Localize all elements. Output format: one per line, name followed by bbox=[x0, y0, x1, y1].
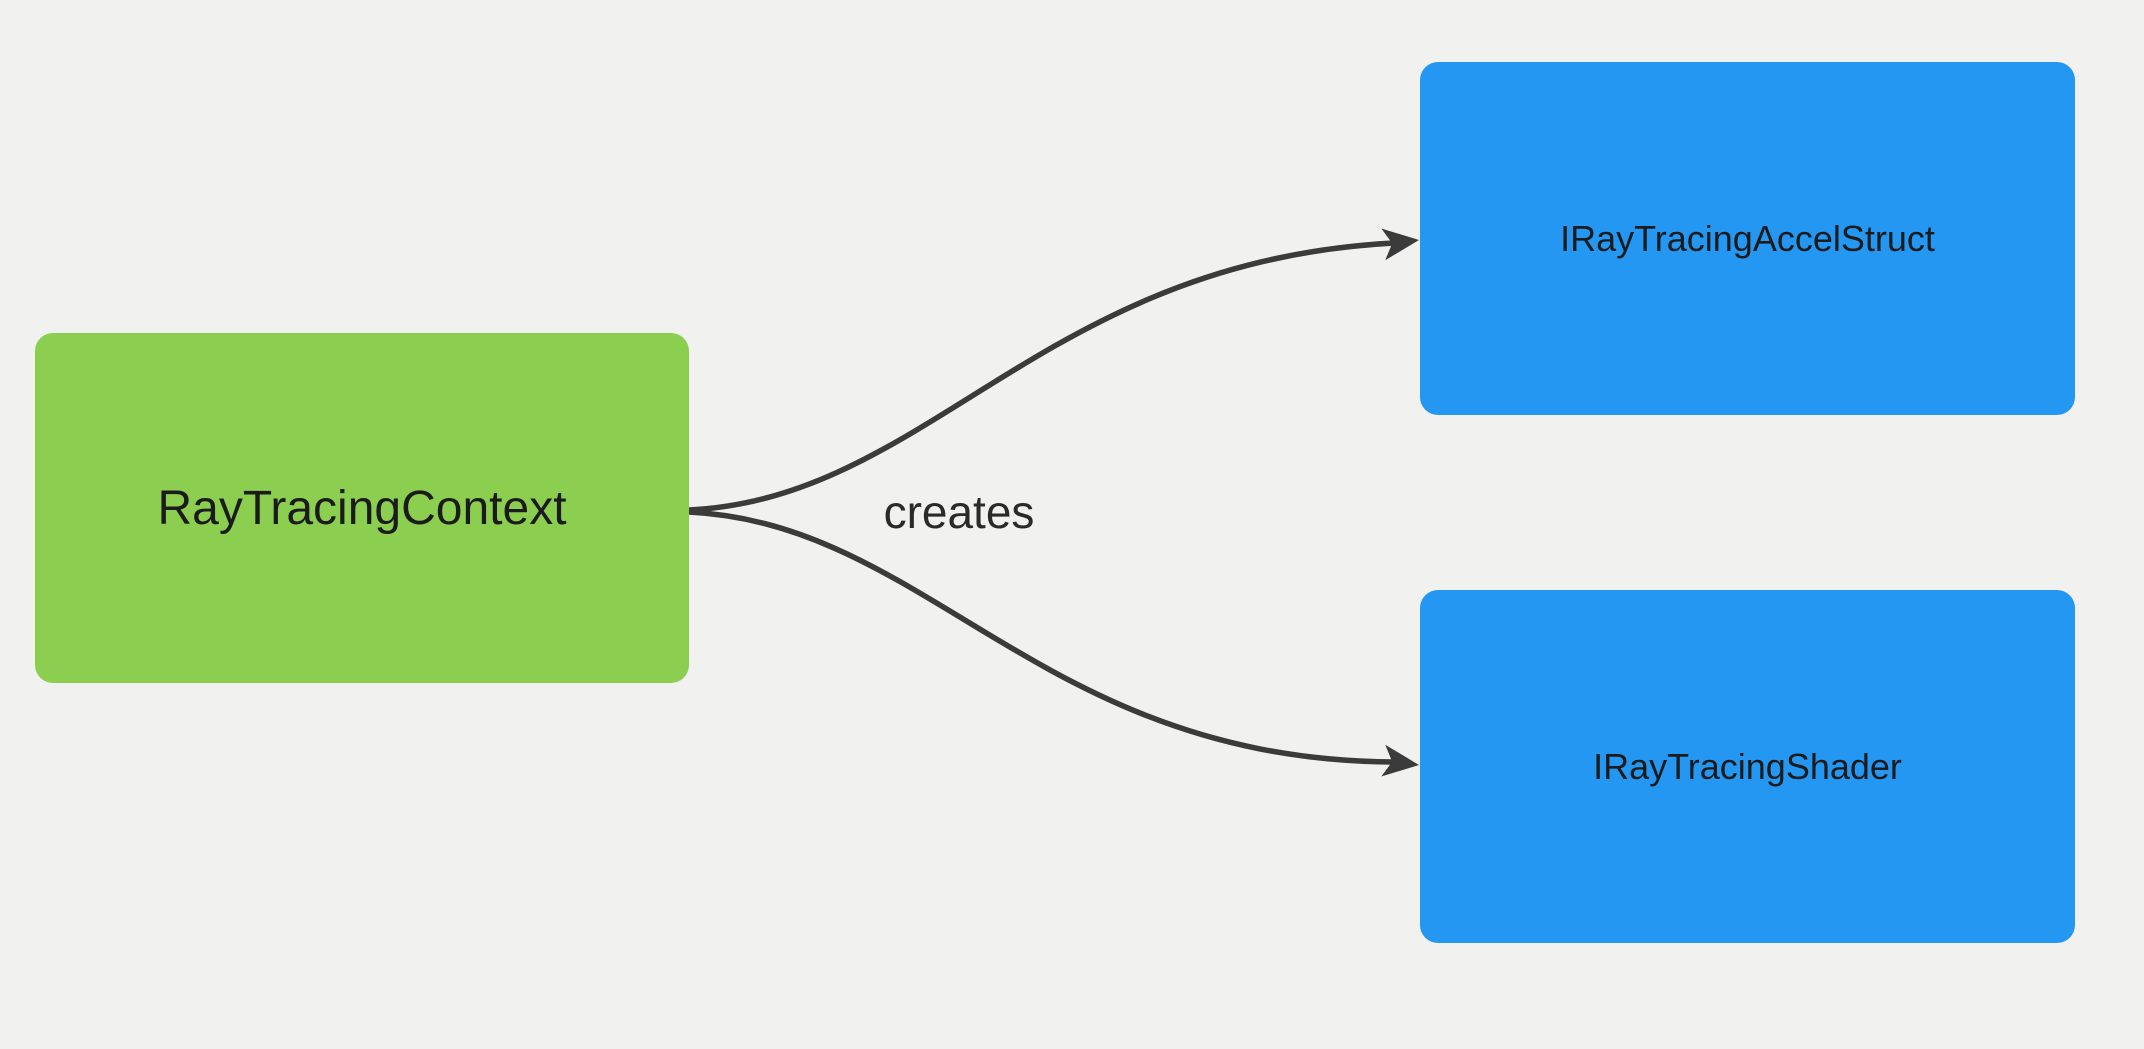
node-label: IRayTracingAccelStruct bbox=[1560, 217, 1935, 259]
node-iraytracingshader: IRayTracingShader bbox=[1420, 590, 2075, 943]
node-label: IRayTracingShader bbox=[1593, 745, 1902, 787]
arrowhead-icon bbox=[1381, 228, 1419, 261]
edge-creates-shader bbox=[686, 509, 1397, 765]
node-raytracingcontext: RayTracingContext bbox=[35, 333, 689, 683]
node-label: RayTracingContext bbox=[157, 481, 567, 535]
edge-creates-accelstruct bbox=[686, 240, 1397, 513]
edge-label: creates bbox=[883, 486, 1035, 538]
arrowhead-icon bbox=[1381, 744, 1419, 777]
node-iraytracingaccelstruct: IRayTracingAccelStruct bbox=[1420, 62, 2075, 415]
